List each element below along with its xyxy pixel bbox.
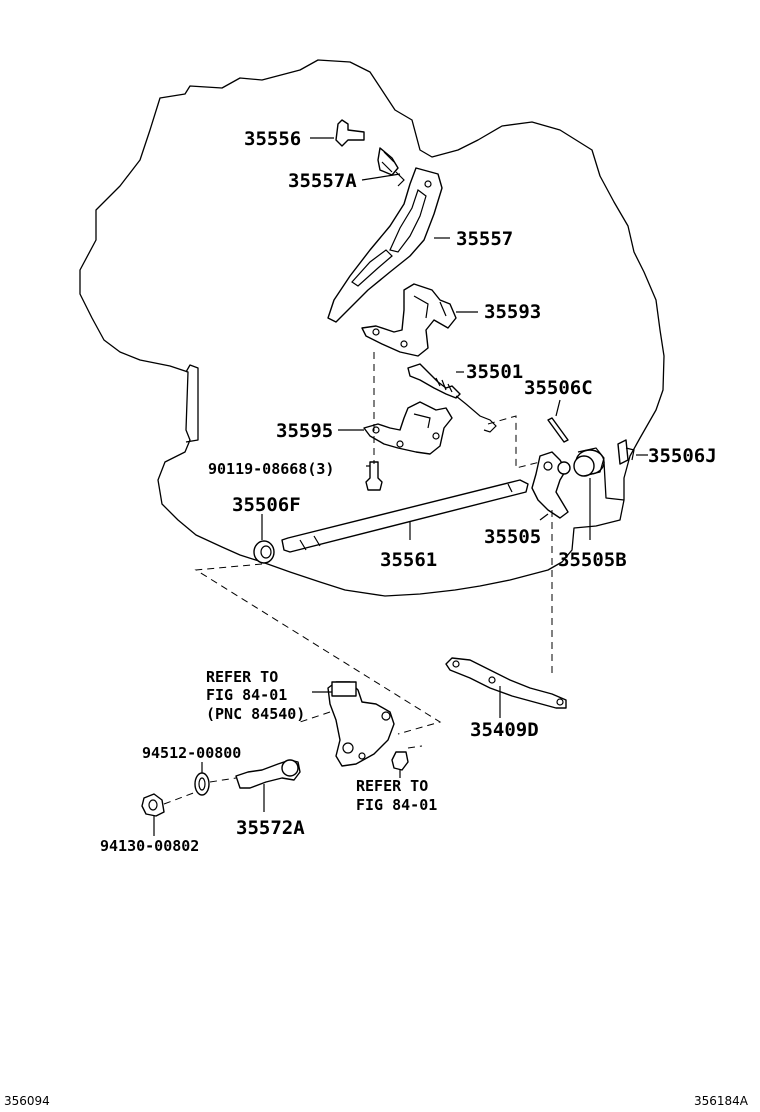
label-35593: 35593: [484, 301, 541, 323]
label-35505: 35505: [484, 526, 541, 548]
footer-left-code: 356094: [4, 1094, 50, 1108]
lever-35409D: [445, 657, 567, 718]
label-35506J: 35506J: [648, 445, 717, 467]
label-94130-00802: 94130-00802: [100, 837, 199, 855]
label-90119-08668: 90119-08668(3): [208, 460, 334, 478]
plate-35595: [338, 401, 453, 455]
bolt-90119: [365, 461, 383, 491]
label-35506C: 35506C: [524, 377, 593, 399]
label-35409D: 35409D: [470, 719, 539, 741]
label-refer-to-1: REFER TO: [206, 668, 278, 686]
dashed-assembly-lines: [163, 352, 553, 805]
label-35556: 35556: [244, 128, 301, 150]
label-refer-to-2: REFER TO: [356, 777, 428, 795]
bushing-35505B: [573, 447, 605, 540]
label-fig-84-01-1: FIG 84-01: [206, 686, 287, 704]
label-35501: 35501: [466, 361, 523, 383]
clip-35557A: [361, 147, 405, 187]
bolt-35556: [310, 119, 365, 147]
bolt-switch: [391, 751, 409, 778]
label-35561: 35561: [380, 549, 437, 571]
clip-35506J: [617, 439, 648, 465]
label-35572A: 35572A: [236, 817, 305, 839]
label-94512-00800: 94512-00800: [142, 744, 241, 762]
label-35557: 35557: [456, 228, 513, 250]
case-flange-right: [603, 461, 625, 501]
nut-94130: [141, 793, 165, 836]
label-35595: 35595: [276, 420, 333, 442]
label-35506F: 35506F: [232, 494, 301, 516]
transmission-case-outline: [79, 59, 665, 597]
shaft-35561: [281, 479, 529, 553]
bracket-35593: [361, 283, 478, 357]
washer-94512: [194, 762, 210, 796]
label-fig-84-01-2: FIG 84-01: [356, 796, 437, 814]
footer-right-code: 356184A: [694, 1094, 749, 1108]
label-pnc-84540: (PNC 84540): [206, 705, 305, 723]
case-flange-left: [185, 364, 199, 443]
pin-35506C: [547, 399, 569, 443]
seal-35506F: [253, 514, 275, 564]
neutral-start-switch: [312, 681, 395, 767]
lever-35557: [327, 167, 450, 323]
label-35557A: 35557A: [288, 170, 357, 192]
lever-35572A: [235, 759, 301, 812]
plate-35505: [531, 451, 571, 521]
rod-35501: [407, 363, 497, 433]
label-35505B: 35505B: [558, 549, 627, 571]
